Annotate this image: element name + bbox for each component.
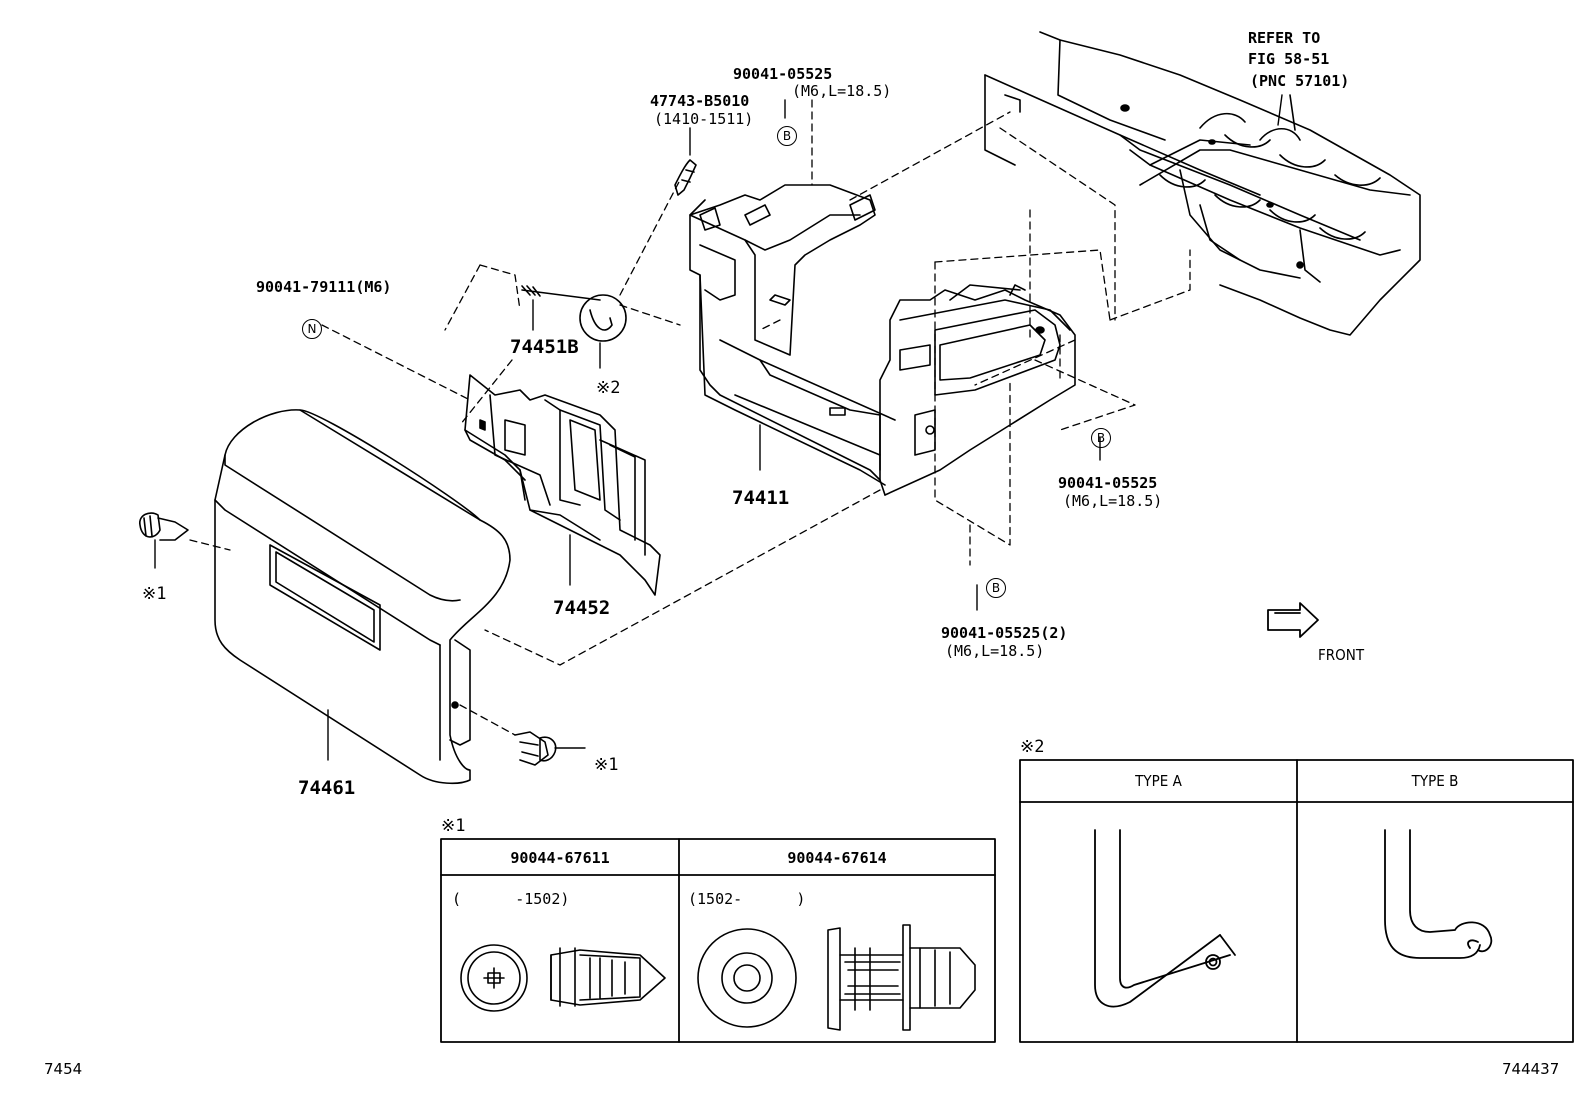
table2-title: ※2 xyxy=(1020,737,1045,757)
footer-figure-code: 7454 xyxy=(44,1060,83,1078)
part-74451b[interactable]: 74451B xyxy=(510,336,579,358)
refer-to-line1: REFER TO xyxy=(1248,29,1321,47)
fastener-drawings xyxy=(139,159,697,766)
b-marker-icon: B xyxy=(1091,428,1111,448)
note1-ref-left: ※1 xyxy=(142,584,167,604)
part-74461[interactable]: 74461 xyxy=(298,777,356,799)
table1-title: ※1 xyxy=(441,816,466,836)
note1-ref-bottom: ※1 xyxy=(594,755,619,775)
table2-col2-header: TYPE B xyxy=(1411,772,1459,790)
pin-date-range: (1410-1511) xyxy=(654,110,754,128)
bolt-bottom-spec: (M6,L=18.5) xyxy=(945,642,1045,660)
table1-col2-note: (1502- ) xyxy=(688,890,806,908)
part-74452[interactable]: 74452 xyxy=(553,597,611,619)
pin-part-number[interactable]: 47743-B5010 xyxy=(650,92,750,110)
leader-lines xyxy=(154,94,1283,761)
clip-type-1-drawing xyxy=(460,944,666,1012)
note2-ref: ※2 xyxy=(596,378,621,398)
front-label: FRONT xyxy=(1318,646,1365,664)
bolt-bottom-part-number[interactable]: 90041-05525(2) xyxy=(941,624,1068,642)
footer-illustration-code: 744437 xyxy=(1502,1060,1560,1078)
bolt-top-spec: (M6,L=18.5) xyxy=(792,82,892,100)
clip-type-2-drawing xyxy=(697,924,976,1031)
refer-to-line2: FIG 58-51 xyxy=(1248,50,1330,68)
battery-bracket-drawing xyxy=(689,184,1076,496)
b-marker-icon: B xyxy=(777,126,797,146)
refer-to-line3: (PNC 57101) xyxy=(1250,72,1350,90)
radiator-support-drawing xyxy=(984,31,1421,336)
battery-cover-drawing xyxy=(214,409,511,785)
table2-col1-header: TYPE A xyxy=(1135,772,1182,790)
table1-col1-header[interactable]: 90044-67611 xyxy=(510,849,610,867)
front-arrow-icon xyxy=(1267,602,1319,638)
rod-type-b-drawing xyxy=(1384,829,1493,959)
bolt-right-part-number[interactable]: 90041-05525 xyxy=(1058,474,1158,492)
bolt-top-part-number[interactable]: 90041-05525 xyxy=(733,65,833,83)
nut-part-number[interactable]: 90041-79111(M6) xyxy=(256,278,392,296)
dashed-guide-lines xyxy=(189,99,1191,736)
b-marker-icon: B xyxy=(986,578,1006,598)
bolt-right-spec: (M6,L=18.5) xyxy=(1063,492,1163,510)
insulator-plate-drawing xyxy=(464,374,661,596)
table1-col2-header[interactable]: 90044-67614 xyxy=(787,849,887,867)
rod-type-a-drawing xyxy=(1094,829,1236,1008)
table1-frame xyxy=(440,838,996,1043)
part-74411[interactable]: 74411 xyxy=(732,487,790,509)
n-marker-icon: N xyxy=(302,319,322,339)
table2-frame xyxy=(1019,759,1574,1043)
table1-col1-note: ( -1502) xyxy=(452,890,570,908)
